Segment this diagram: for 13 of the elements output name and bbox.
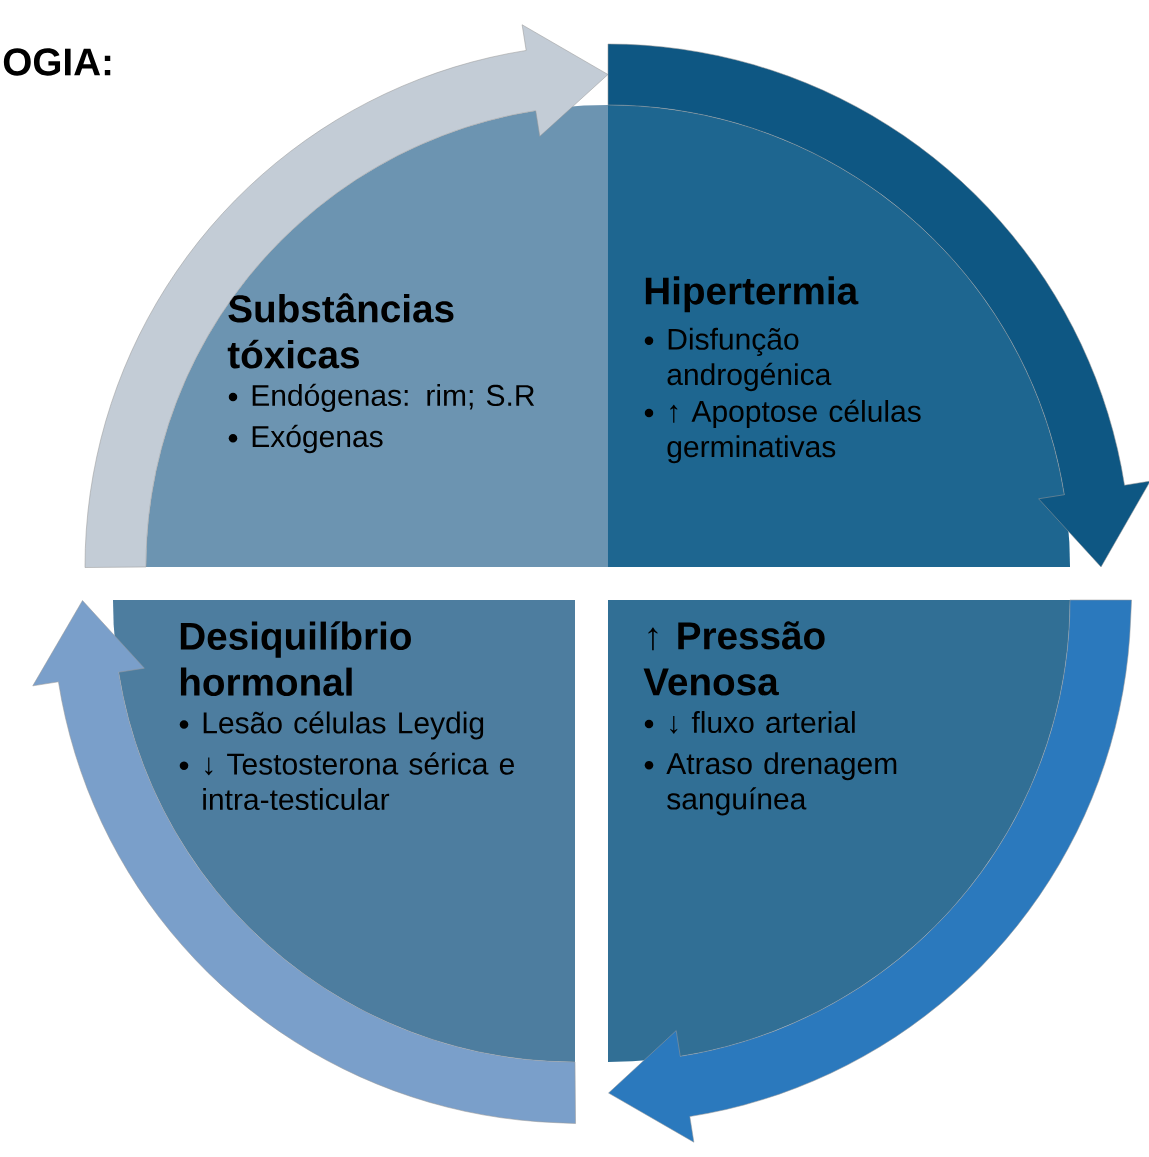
bullet-text: Disfunção androgénica bbox=[667, 327, 832, 392]
bullet-text: ↓ Testosterona sérica e intra-testicular bbox=[203, 752, 514, 811]
bullet-text: Exógenas bbox=[252, 424, 383, 454]
bullet-text: Lesão células Leydig bbox=[203, 711, 484, 740]
heading: Hipertermia bbox=[645, 276, 859, 313]
heading: ↑ Pressão Venosa bbox=[643, 621, 825, 696]
bullet-text: ↑ Apoptose células germinativas bbox=[667, 399, 921, 464]
bullet-text: Atraso drenagem sanguínea bbox=[666, 752, 897, 816]
heading: Substâncias tóxicas bbox=[227, 293, 454, 369]
title: OGIA: bbox=[3, 48, 111, 76]
heading: Desiquilíbrio hormonal bbox=[180, 621, 411, 696]
bullet-text: Endógenas: rim; S.R bbox=[252, 383, 535, 412]
bullet-text: ↓ fluxo arterial bbox=[670, 711, 855, 734]
